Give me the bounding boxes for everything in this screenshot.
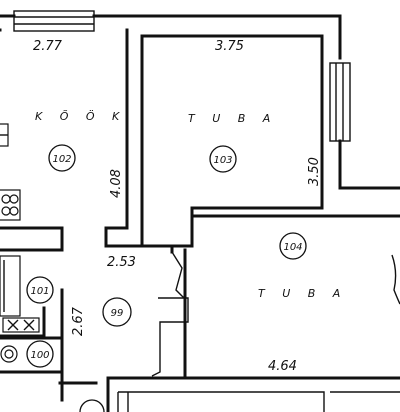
room-101-number-circle xyxy=(26,276,54,304)
room-103-walls xyxy=(140,34,324,254)
stove-burner xyxy=(9,206,19,216)
right-wall-step xyxy=(338,139,400,190)
hall-walls xyxy=(58,236,400,412)
toilet-bowl xyxy=(0,345,18,363)
toilet-seat xyxy=(4,349,14,359)
kitchen-walls xyxy=(0,28,129,248)
stove-burner xyxy=(1,194,11,204)
room-101-bottom-wall xyxy=(0,306,46,338)
room-100-number: 100 xyxy=(30,350,49,361)
room-101-number: 101 xyxy=(30,286,49,297)
basin-cross-marks xyxy=(7,319,35,331)
kitchen-width-dimension: 2.77 xyxy=(33,39,63,54)
room-100-walls xyxy=(0,336,64,374)
stove-burner xyxy=(9,194,19,204)
exterior-walls xyxy=(0,10,400,190)
room-103-width-dimension: 3.75 xyxy=(215,39,244,54)
room-104-width-dimension: 4.64 xyxy=(268,359,297,374)
kitchen-bottom-wall xyxy=(0,226,64,240)
kitchen-room-name: K Õ Ö K xyxy=(35,110,126,123)
kitchen-window xyxy=(13,10,95,32)
stove-burner xyxy=(1,206,11,216)
kitchen-depth-dimension: 4.08 xyxy=(109,169,124,198)
room-99-number: 99 xyxy=(111,308,124,319)
lower-rooms-walls xyxy=(117,391,400,412)
room-103-number-circle xyxy=(209,145,237,173)
next-room-number-circle xyxy=(79,399,105,412)
room-103-walls-outline xyxy=(140,34,324,248)
room-104-right-break xyxy=(391,254,400,305)
room-102-number-circle xyxy=(48,144,76,172)
stove-body xyxy=(0,189,21,221)
room-103-number: 103 xyxy=(213,155,232,166)
room-103-name: T U B A xyxy=(188,112,277,125)
room-103-window xyxy=(329,62,351,142)
bathtub xyxy=(0,255,21,317)
room-99-number-circle xyxy=(102,297,132,327)
room-104-number: 104 xyxy=(283,242,302,253)
stove xyxy=(0,123,21,221)
washbasin xyxy=(2,317,40,333)
room-100-number-circle xyxy=(26,340,54,368)
kitchen-right-wall xyxy=(104,28,129,248)
room-104-name: T U B A xyxy=(258,287,347,300)
room-104-number-circle xyxy=(279,232,307,260)
hall-door-swing xyxy=(171,251,187,301)
room-101-walls xyxy=(0,248,64,338)
room-102-number: 102 xyxy=(52,154,71,165)
hall-depth-dimension: 2.67 xyxy=(71,306,86,336)
top-wall-right xyxy=(92,14,342,60)
room-103-depth-dimension: 3.50 xyxy=(307,157,322,186)
hall-closet xyxy=(151,297,189,377)
hall-width-dimension: 2.53 xyxy=(107,255,136,270)
